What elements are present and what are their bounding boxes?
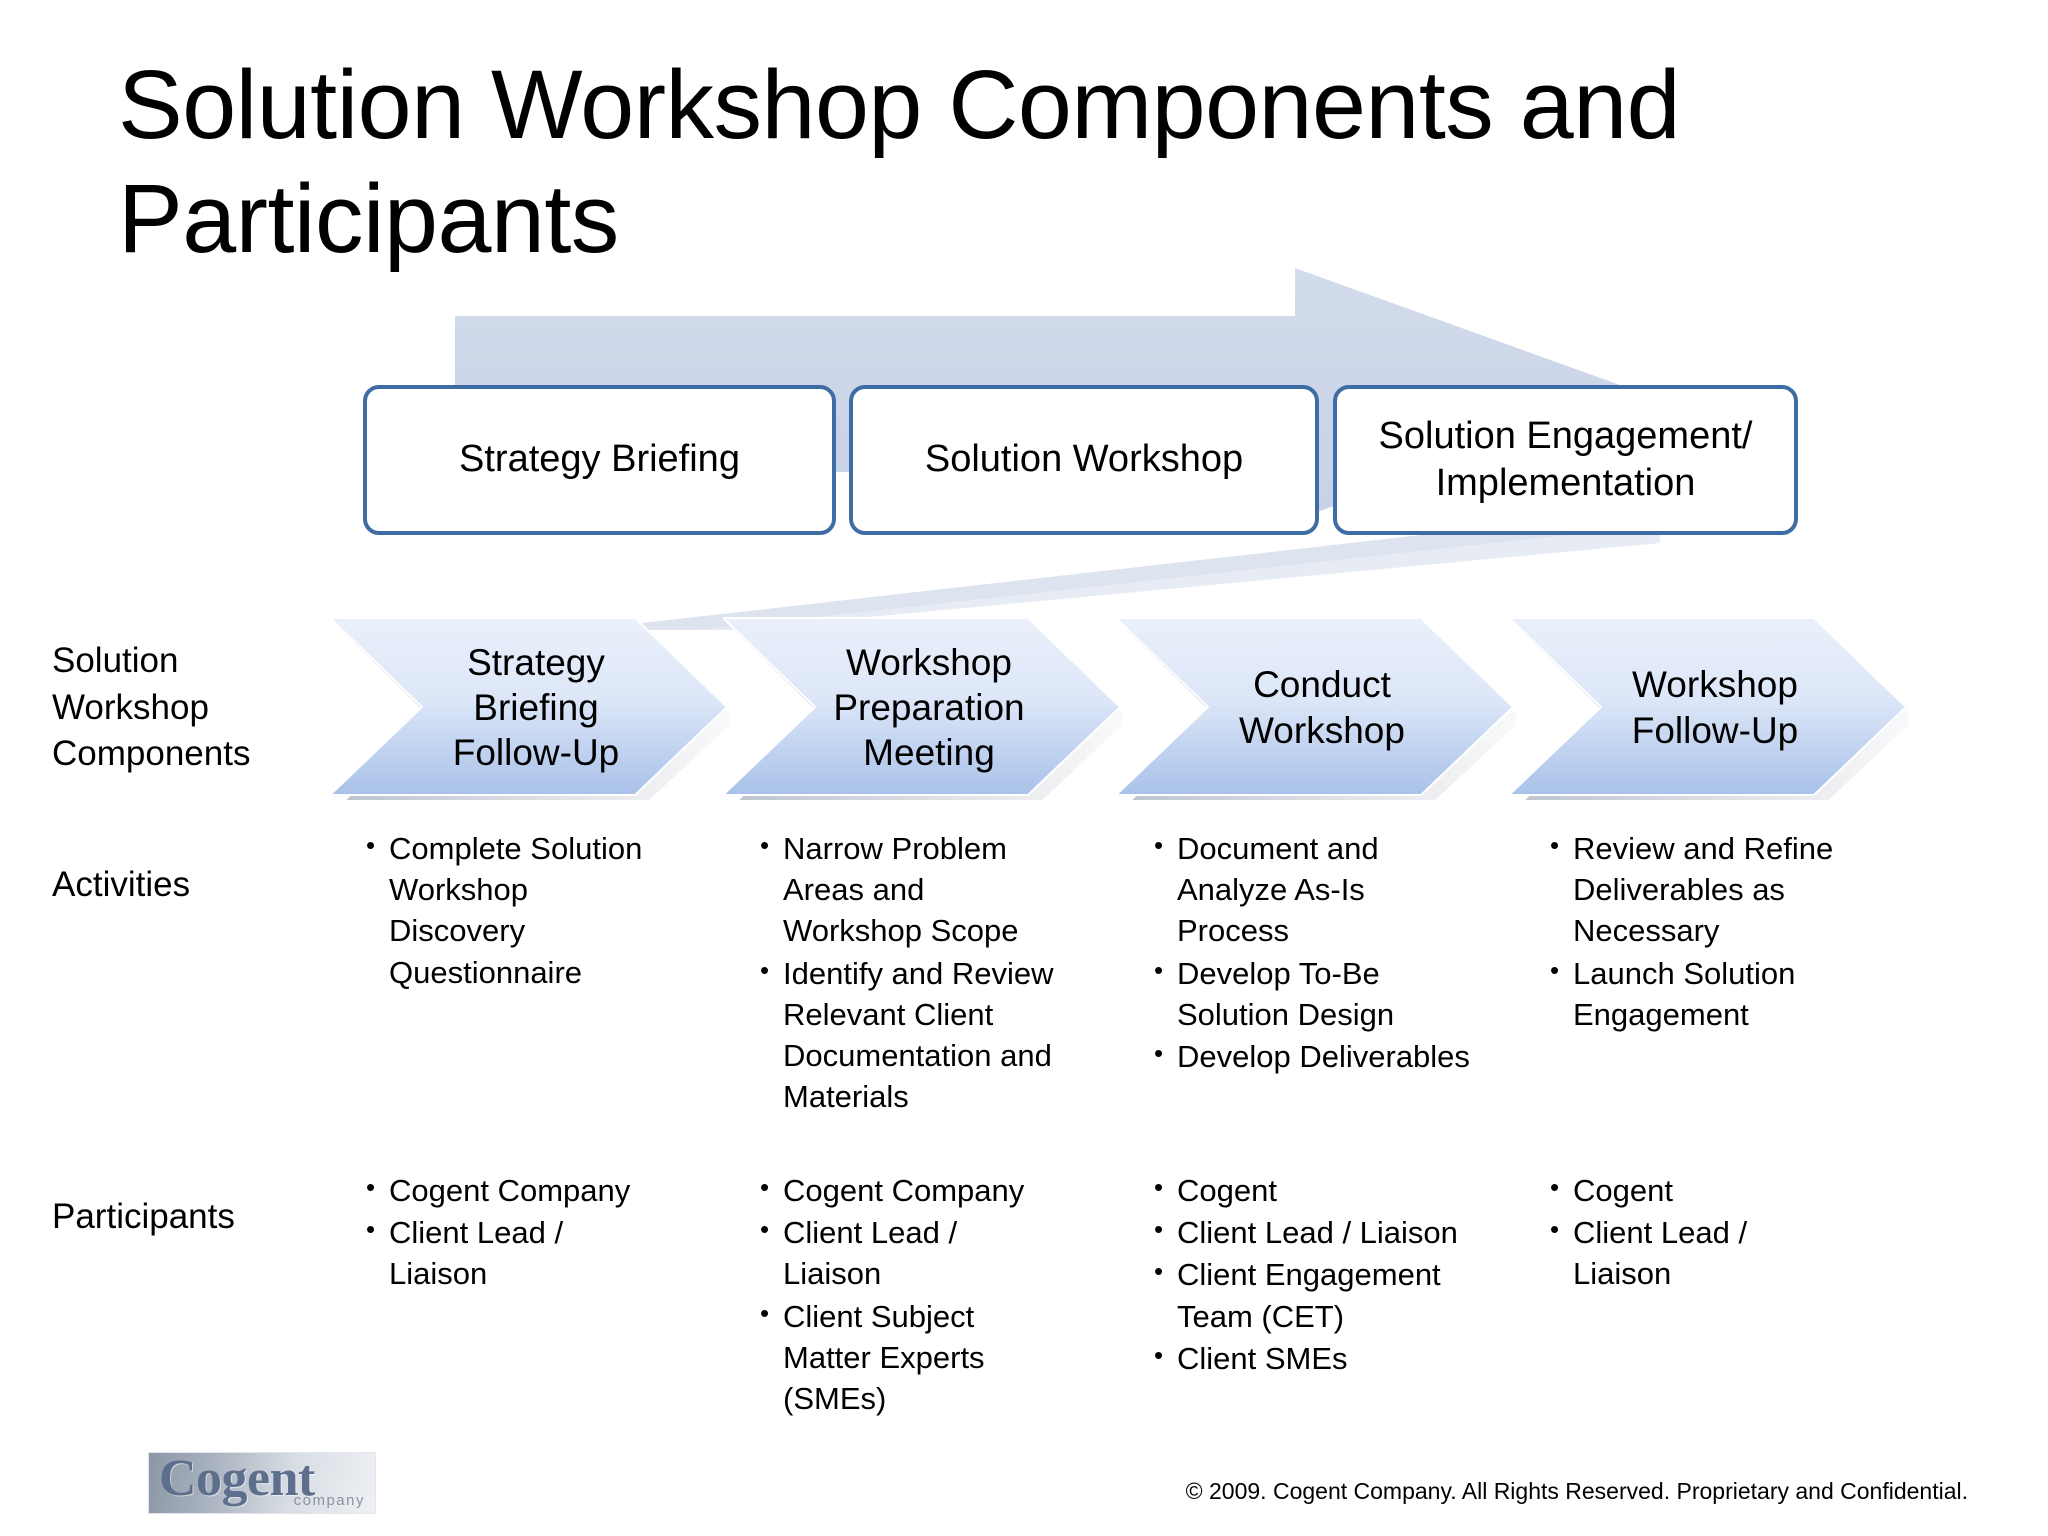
phase-box-solution-engagement-implementation[interactable]: Solution Engagement/ Implementation <box>1333 385 1798 535</box>
list-item: Narrow Problem Areas and Workshop Scope <box>758 827 1058 952</box>
list-item: Cogent Company <box>758 1169 1058 1211</box>
list-item: Client Lead / Liaison <box>1548 1211 1848 1294</box>
participants-list-workshop-preparation-meeting: Cogent CompanyClient Lead / LiaisonClien… <box>758 1169 1058 1420</box>
list-item: Client Engagement Team (CET) <box>1152 1253 1472 1336</box>
phase-box-label: Solution Workshop <box>924 438 1244 481</box>
bullet-list: Cogent CompanyClient Lead / LiaisonClien… <box>758 1169 1058 1420</box>
cogent-company-logo: Cogent company <box>148 1452 376 1514</box>
bullet-list: CogentClient Lead / LiaisonClient Engage… <box>1152 1169 1472 1379</box>
activities-list-strategy-briefing-follow-up: Complete Solution Workshop Discovery Que… <box>364 827 654 994</box>
activities-list-workshop-follow-up: Review and Refine Deliverables as Necess… <box>1548 827 1838 1036</box>
list-item: Cogent Company <box>364 1169 654 1211</box>
phase-box-label: Strategy Briefing <box>459 438 740 481</box>
bullet-list: Cogent CompanyClient Lead / Liaison <box>364 1169 654 1295</box>
list-item: Client Lead / Liaison <box>364 1211 654 1294</box>
activities-list-conduct-workshop: Document and Analyze As-Is ProcessDevelo… <box>1152 827 1482 1078</box>
participants-list-strategy-briefing-follow-up: Cogent CompanyClient Lead / Liaison <box>364 1169 654 1296</box>
list-item: Identify and Review Relevant Client Docu… <box>758 952 1058 1118</box>
list-item: Complete Solution Workshop Discovery Que… <box>364 827 654 993</box>
list-item: Review and Refine Deliverables as Necess… <box>1548 827 1838 952</box>
component-chevron-row: Strategy Briefing Follow-Up Workshop Pre… <box>330 615 1930 800</box>
bullet-list: Complete Solution Workshop Discovery Que… <box>364 827 654 993</box>
chevron-conduct-workshop[interactable]: Conduct Workshop <box>1116 615 1516 800</box>
list-item: Cogent <box>1548 1169 1848 1211</box>
bullet-list: Document and Analyze As-Is ProcessDevelo… <box>1152 827 1482 1077</box>
list-item: Client Lead / Liaison <box>1152 1211 1472 1253</box>
bullet-list: Review and Refine Deliverables as Necess… <box>1548 827 1838 1035</box>
list-item: Develop To-Be Solution Design <box>1152 952 1482 1035</box>
list-item: Client Subject Matter Experts (SMEs) <box>758 1295 1058 1420</box>
chevron-label: Workshop Preparation Meeting <box>833 641 1025 774</box>
list-item: Launch Solution Engagement <box>1548 952 1838 1035</box>
list-item: Document and Analyze As-Is Process <box>1152 827 1482 952</box>
list-item: Client SMEs <box>1152 1337 1472 1379</box>
list-item: Cogent <box>1152 1169 1472 1211</box>
chevron-workshop-follow-up[interactable]: Workshop Follow-Up <box>1509 615 1909 800</box>
chevron-label: Conduct Workshop <box>1239 664 1405 751</box>
phase-box-label: Solution Engagement/ Implementation <box>1378 414 1753 505</box>
chevron-workshop-preparation-meeting[interactable]: Workshop Preparation Meeting <box>723 615 1123 800</box>
bullet-list: CogentClient Lead / Liaison <box>1548 1169 1848 1295</box>
logo-wordmark: Cogent <box>159 1452 315 1507</box>
row-label-participants: Participants <box>52 1197 235 1236</box>
phase-box-solution-workshop[interactable]: Solution Workshop <box>849 385 1319 535</box>
page-title: Solution Workshop Components and Partici… <box>118 50 1681 274</box>
logo-subtext: company <box>293 1492 365 1509</box>
chevron-label: Workshop Follow-Up <box>1631 664 1799 751</box>
chevron-label: Strategy Briefing Follow-Up <box>452 641 620 774</box>
copyright-notice: © 2009. Cogent Company. All Rights Reser… <box>1185 1478 1968 1504</box>
bullet-list: Narrow Problem Areas and Workshop ScopeI… <box>758 827 1058 1118</box>
row-label-solution-workshop-components: Solution Workshop Components <box>52 641 251 774</box>
row-label-activities: Activities <box>52 865 191 904</box>
list-item: Develop Deliverables <box>1152 1035 1482 1077</box>
phase-box-strategy-briefing[interactable]: Strategy Briefing <box>363 385 836 535</box>
participants-list-conduct-workshop: CogentClient Lead / LiaisonClient Engage… <box>1152 1169 1472 1380</box>
list-item: Client Lead / Liaison <box>758 1211 1058 1294</box>
funnel-connector-shape <box>330 525 1660 630</box>
activities-list-workshop-preparation-meeting: Narrow Problem Areas and Workshop ScopeI… <box>758 827 1058 1119</box>
participants-list-workshop-follow-up: CogentClient Lead / Liaison <box>1548 1169 1848 1296</box>
chevron-strategy-briefing-follow-up[interactable]: Strategy Briefing Follow-Up <box>330 615 730 800</box>
